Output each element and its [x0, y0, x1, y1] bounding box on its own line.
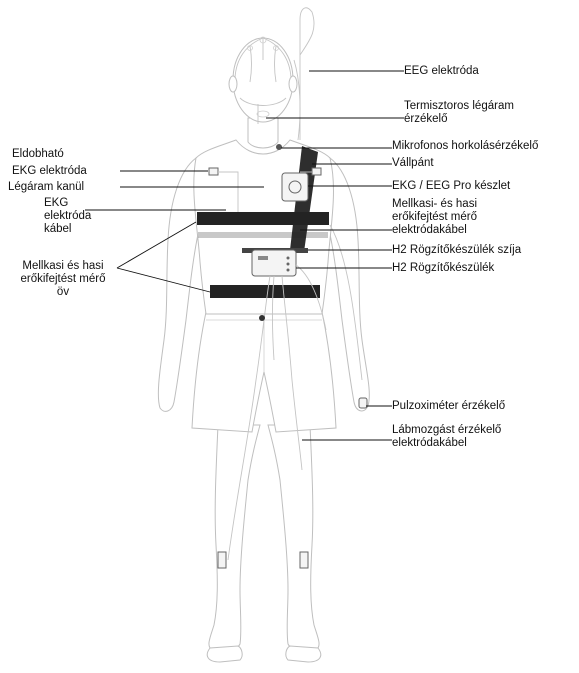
label-recorder: H2 Rögzítőkészülék [392, 262, 494, 275]
eeg-lead-wire [300, 8, 314, 140]
label-thermistor-line1: Termisztoros légáram [404, 100, 514, 113]
ekg-electrode-pad-left [209, 168, 218, 175]
label-effort-cable-line1: Mellkasi- és hasi [392, 198, 477, 211]
label-ekg-cable-line3: kábel [44, 223, 91, 236]
label-leg-cable-line2: elektródakábel [392, 437, 501, 450]
label-effort-belt-line2: erőkifejtést mérő [8, 273, 118, 286]
h2-recorder [252, 250, 296, 276]
label-airflow-cannula: Légáram kanül [8, 181, 84, 194]
snore-microphone [276, 144, 282, 150]
leg-sensor-right [300, 552, 308, 568]
ekg-eeg-pro-kit [282, 173, 308, 201]
label-leg-movement-cable: Lábmozgást érzékelő elektródakábel [392, 424, 501, 450]
label-recorder-strap: H2 Rögzítőkészülék szíja [392, 244, 521, 257]
label-ekg-eeg-kit: EKG / EEG Pro készlet [392, 180, 510, 193]
label-effort-cable-line2: erőkifejtést mérő [392, 211, 477, 224]
label-ekg-cable-line2: elektróda [44, 210, 91, 223]
ekg-electrode-pad-right [312, 168, 321, 175]
label-disposable-line1: Eldobható [12, 148, 87, 161]
leg-sensor-left [218, 552, 226, 568]
pulse-oximeter-clip [359, 398, 367, 408]
label-ekg-cable-line1: EKG [44, 197, 91, 210]
label-effort-cable: Mellkasi- és hasi erőkifejtést mérő elek… [392, 198, 477, 237]
label-effort-belt-line1: Mellkasi és hasi [8, 260, 118, 273]
label-eeg-electrode: EEG elektróda [404, 65, 479, 78]
label-thermistor-line2: érzékelő [404, 113, 514, 126]
chest-effort-belt [197, 212, 329, 225]
abdomen-effort-belt [210, 285, 320, 298]
label-thermistor: Termisztoros légáram érzékelő [404, 100, 514, 126]
label-pulse-oximeter: Pulzoximéter érzékelő [392, 400, 505, 413]
label-ekg-electrode-cable: EKG elektróda kábel [44, 197, 91, 236]
label-effort-cable-line3: elektródakábel [392, 224, 477, 237]
label-snore-sensor: Mikrofonos horkolásérzékelő [392, 140, 538, 153]
right-leg [268, 425, 319, 652]
label-disposable-line2: EKG elektróda [12, 165, 87, 178]
label-effort-belt: Mellkasi és hasi erőkifejtést mérő öv [8, 260, 118, 299]
label-disposable-ekg: Eldobható EKG elektróda [12, 148, 87, 178]
label-leg-cable-line1: Lábmozgást érzékelő [392, 424, 501, 437]
label-effort-belt-line3: öv [8, 286, 118, 299]
label-shoulder-strap: Vállpánt [392, 157, 434, 170]
left-leg [209, 425, 260, 652]
human-figure [158, 38, 369, 662]
